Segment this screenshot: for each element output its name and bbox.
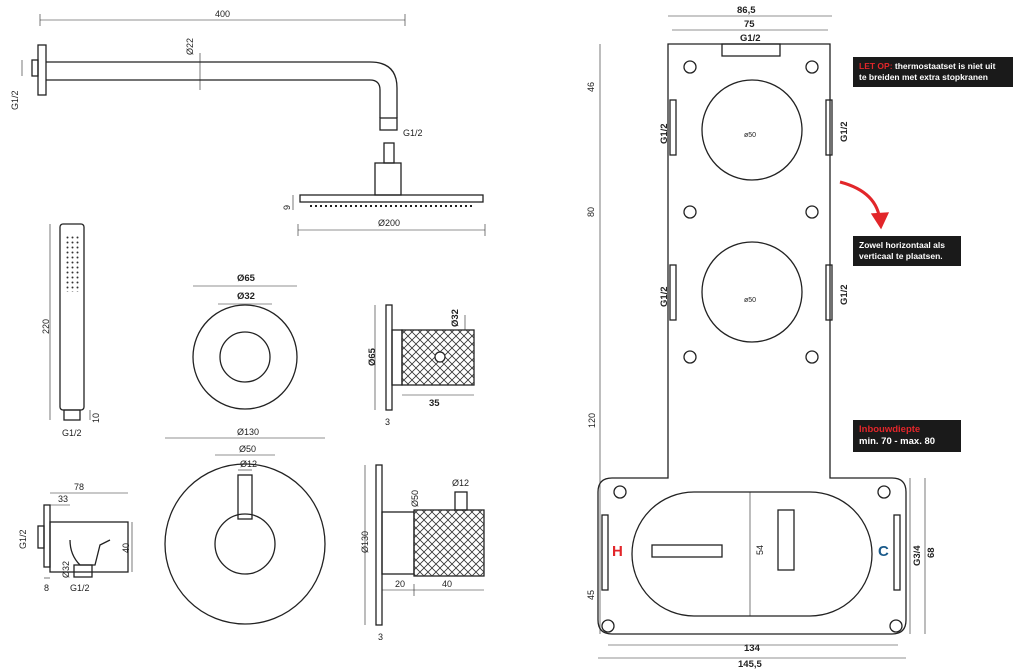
stop-valve-front — [192, 285, 298, 410]
orientation-note: Zowel horizontaal als verticaal te plaat… — [853, 236, 961, 266]
box-left-45: 45 — [586, 590, 596, 600]
box-thread-bl: G1/2 — [659, 286, 670, 307]
thermo-depth1: 20 — [395, 579, 405, 589]
box-top-width: 86,5 — [737, 5, 756, 16]
outlet-width: 78 — [74, 482, 84, 492]
outlet-offset: 33 — [58, 494, 68, 504]
thermostat-front — [164, 437, 326, 625]
outlet-height: 40 — [121, 543, 131, 553]
thermo-knob-dia: Ø50 — [410, 490, 420, 507]
warning-label: LET OP: — [859, 61, 893, 71]
orientation-line1: Zowel horizontaal als — [859, 240, 945, 250]
arm-diameter: Ø22 — [185, 38, 195, 55]
head-height: 9 — [282, 205, 292, 210]
thermo-plate: 3 — [378, 632, 383, 642]
hand-thread: G1/2 — [62, 428, 82, 438]
box-left-80: 80 — [586, 207, 596, 217]
mounting-box — [597, 15, 926, 659]
hand-length: 220 — [41, 319, 51, 334]
valve-inner: Ø32 — [237, 291, 255, 302]
hot-label: H — [612, 543, 623, 560]
arm-outlet-thread: G1/2 — [403, 128, 423, 138]
outlet-thread-left: G1/2 — [18, 529, 28, 549]
outlet-plate: 8 — [44, 583, 49, 593]
thermo-side-dia: Ø130 — [360, 531, 370, 553]
box-circle-1: ø50 — [744, 132, 756, 139]
depth-range: min. 70 - max. 80 — [859, 436, 936, 447]
valve-knob-dia: Ø32 — [450, 309, 461, 327]
thermo-depth2: 40 — [442, 579, 452, 589]
box-bottom-inner: 134 — [744, 643, 761, 654]
stop-valve-side — [374, 304, 475, 411]
dimension-labels: 400 Ø22 G1/2 G1/2 9 Ø200 220 10 G1/2 78 … — [10, 5, 937, 670]
valve-plate: 3 — [385, 417, 390, 427]
box-bottom-outer: 145,5 — [738, 659, 762, 670]
valve-side-dia: Ø65 — [367, 347, 378, 366]
head-diameter: Ø200 — [378, 218, 400, 228]
arm-wall-thread: G1/2 — [10, 90, 20, 110]
warning-line1: thermostaatset is niet uit — [892, 61, 996, 71]
box-top-inner: 75 — [744, 19, 755, 30]
box-thread-tl: G1/2 — [659, 123, 670, 144]
thermostat-side — [364, 464, 485, 626]
arrow-head-icon — [870, 212, 890, 230]
depth-title: Inbouwdiepte — [859, 424, 921, 435]
box-circle-2: ø50 — [744, 297, 756, 304]
warning-line2: te breiden met extra stopkranen — [859, 72, 988, 82]
valve-outer: Ø65 — [237, 273, 256, 284]
warning-note: LET OP: thermostaatset is niet uit te br… — [853, 57, 1013, 87]
depth-note: Inbouwdiepte min. 70 - max. 80 — [853, 420, 961, 452]
thermo-spindle: Ø12 — [240, 459, 257, 469]
hand-shower — [49, 223, 91, 421]
orientation-line2: verticaal te plaatsen. — [859, 251, 943, 261]
valve-knob-len: 35 — [429, 398, 440, 409]
box-right-height: 68 — [926, 547, 937, 558]
outlet-thread-bottom: G1/2 — [70, 583, 90, 593]
cold-label: C — [878, 543, 889, 560]
box-thread-br: G1/2 — [839, 284, 850, 305]
thermo-mid: Ø50 — [239, 444, 256, 454]
outlet-pipe-dia: Ø32 — [61, 561, 71, 578]
thermo-outer: Ø130 — [237, 427, 259, 437]
box-left-46: 46 — [586, 82, 596, 92]
box-oval-height: 54 — [755, 545, 765, 555]
arm-length: 400 — [215, 9, 230, 19]
box-thread-tr: G1/2 — [839, 121, 850, 142]
box-top-thread: G1/2 — [740, 33, 761, 44]
hand-tip: 10 — [91, 413, 101, 423]
thermo-spindle-dia: Ø12 — [452, 478, 469, 488]
box-right-thread: G3/4 — [912, 545, 923, 566]
shower-arm — [21, 14, 486, 236]
wall-outlet — [37, 492, 133, 579]
box-left-120: 120 — [587, 413, 597, 428]
